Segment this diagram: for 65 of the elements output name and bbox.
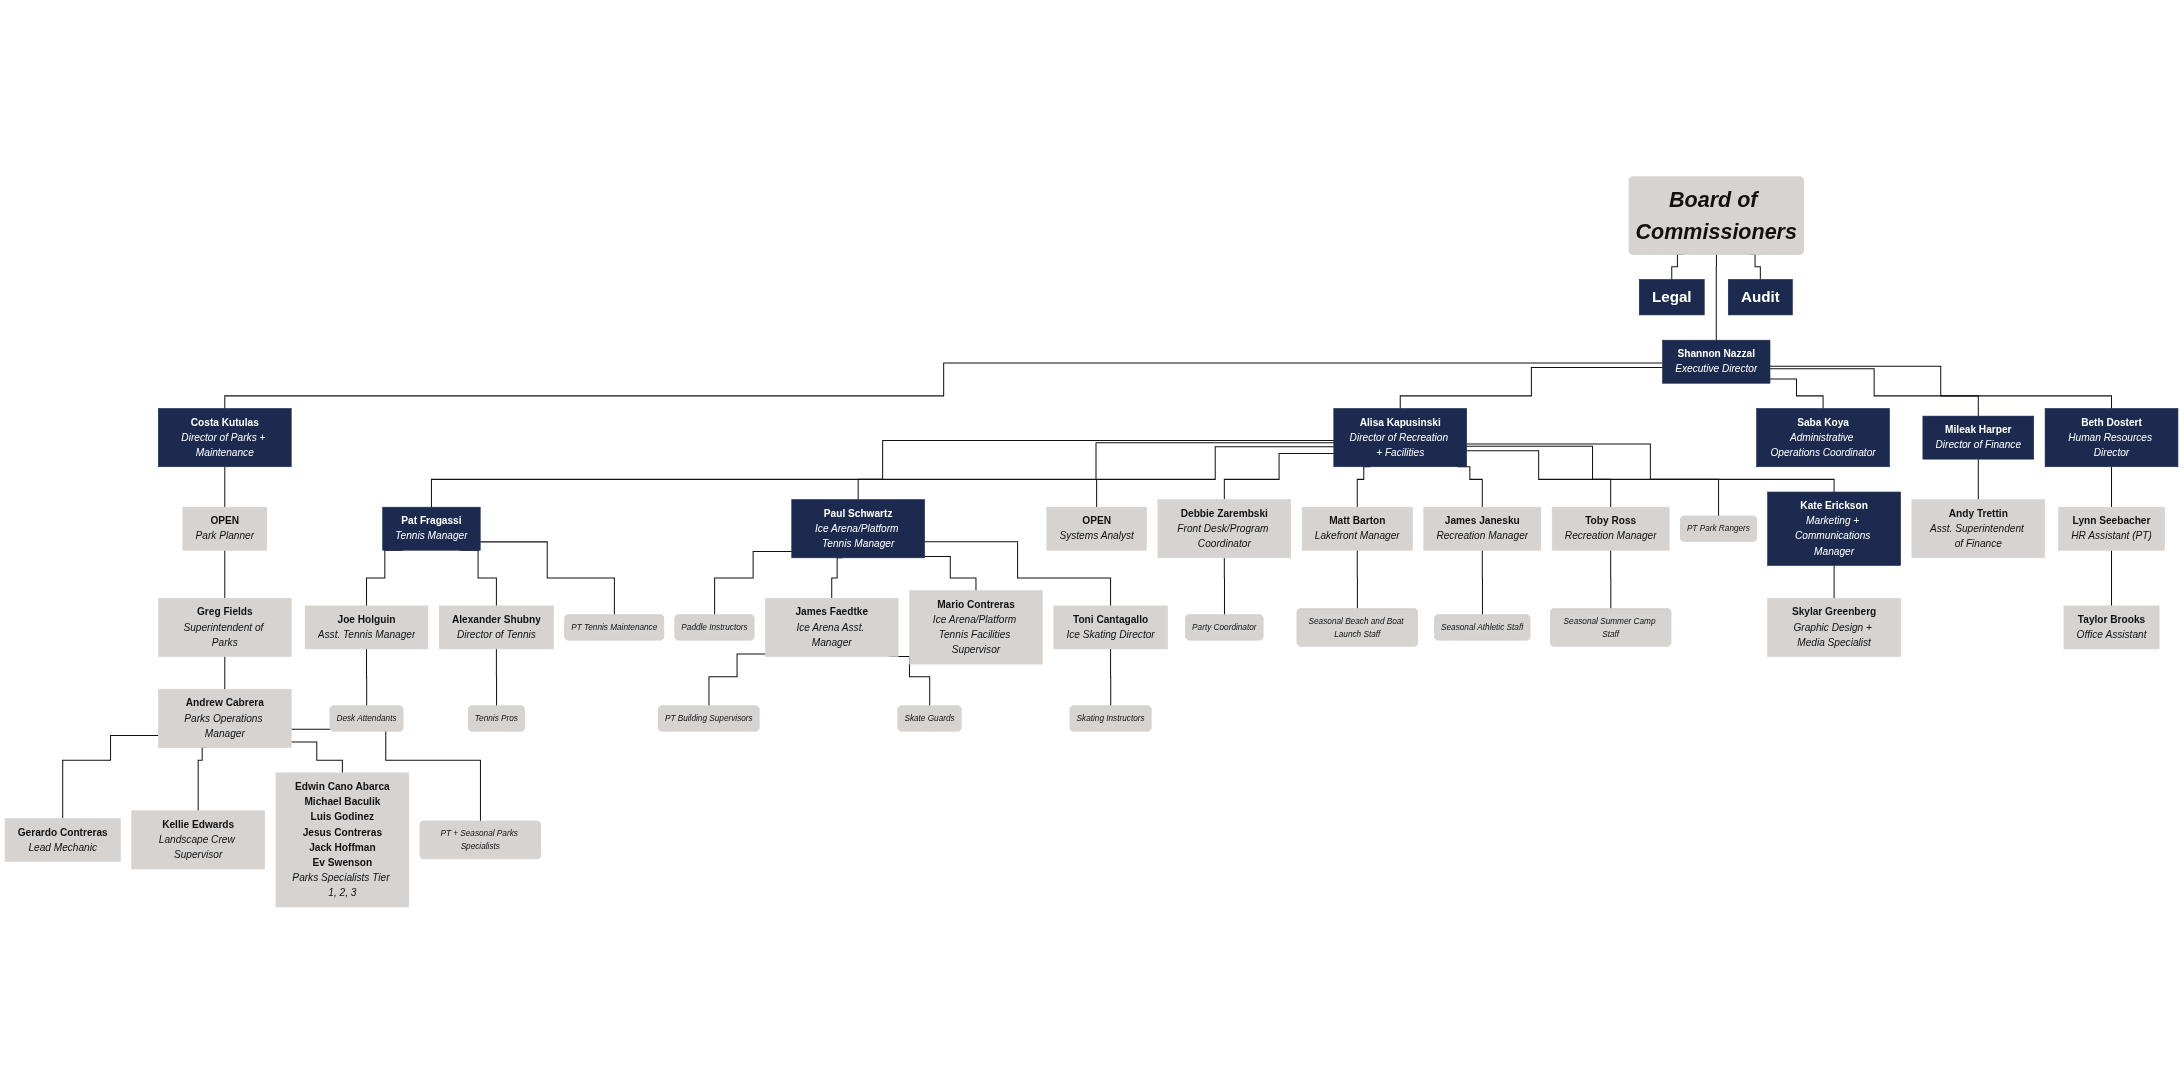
connector <box>224 656 226 690</box>
connector <box>1466 450 1612 508</box>
node-box: Shannon Nazzal Executive Director <box>1662 339 1771 384</box>
node-box: Mileak Harper Director of Finance <box>1922 415 2035 460</box>
connector <box>1399 367 1664 410</box>
connector <box>1223 452 1335 501</box>
connector <box>430 440 1335 508</box>
node-box: Kellie Edwards Landscape Crew Supervisor <box>131 810 265 870</box>
connector <box>1769 368 1979 417</box>
node-box: Audit <box>1727 279 1793 316</box>
node-box: Alexander Shubny Director of Tennis <box>439 605 554 650</box>
node-box: Mario Contreras Ice Arena/Platform Tennis Facilities Supervisor <box>909 590 1043 665</box>
node-box: Taylor Brooks Office Assistant <box>2063 605 2160 650</box>
connector <box>479 541 616 616</box>
connector <box>1466 443 1835 493</box>
connector <box>708 653 766 707</box>
connector <box>1769 378 1824 410</box>
node-box: Greg Fields Superintendent of Parks <box>158 598 292 657</box>
node-box: Matt Barton Lakefront Manager <box>1301 506 1413 551</box>
node-box: James Janesku Recreation Manager <box>1423 506 1542 551</box>
connector <box>1769 365 2113 410</box>
connector <box>924 556 977 592</box>
node-box: James Faedtke Ice Arena Asst. Manager <box>765 598 899 657</box>
connector <box>1096 446 1335 508</box>
node-box: Gerardo Contreras Lead Mechanic <box>4 818 121 862</box>
connector <box>857 442 1335 501</box>
node-box: Saba Koya Administrative Operations Coordinator <box>1756 408 1890 468</box>
node-box: Pat Fragassi Tennis Manager <box>382 506 481 551</box>
node-box: Kate Erickson Marketing + Communications Manager <box>1767 491 1901 566</box>
connector <box>1110 648 1112 707</box>
connector <box>1223 557 1226 616</box>
node-box: Joe Holguin Asst. Tennis Manager <box>304 605 429 650</box>
node-box: Beth Dostert Human Resources Director <box>2044 408 2179 468</box>
node-box: Toni Cantagallo Ice Skating Director <box>1053 605 1168 650</box>
connector <box>1356 549 1359 610</box>
connector <box>1977 458 1979 501</box>
connector <box>2111 549 2113 607</box>
node-box: Andy Trettin Asst. Superintendent of Finance <box>1911 499 2046 559</box>
node-box: Costa Kutulas Director of Parks + Maintenance <box>158 408 292 468</box>
node-box: Debbie Zarembski Front Desk/Program Coordinator <box>1157 499 1292 559</box>
connector <box>714 551 793 616</box>
node-box: Legal <box>1638 279 1705 316</box>
connector <box>1481 549 1484 616</box>
connector <box>1715 254 1718 341</box>
connector <box>290 741 343 774</box>
connector <box>224 549 226 599</box>
connector <box>224 466 226 508</box>
node-box: Andrew Cabrera Parks Operations Manager <box>158 689 292 748</box>
connector <box>1466 445 1720 518</box>
connector <box>62 735 159 819</box>
node-box: Edwin Cano Abarca Michael Baculik Luis Godinez Jesus Contreras Jack Hoffman Ev Swenson Parks Specialists Tier 1, 2, 3 <box>275 772 410 908</box>
node-box: Skylar Greenberg Graphic Design + Media Specialist <box>1767 598 1901 657</box>
connector <box>366 648 368 707</box>
connector <box>224 362 1664 410</box>
node-box: OPEN Park Planner <box>182 506 267 551</box>
node-box: Toby Ross Recreation Manager <box>1551 506 1670 551</box>
node-box: Lynn Seebacher HR Assistant (PT) <box>2058 506 2165 551</box>
node-box: OPEN Systems Analyst <box>1046 506 1147 551</box>
connector <box>1833 564 1835 599</box>
node-box: Alisa Kapusinski Director of Recreation + Facilities <box>1333 408 1467 468</box>
node-box: Paul Schwartz Ice Arena/Platform Tennis Manager <box>791 499 925 559</box>
connector <box>495 648 498 707</box>
connector <box>924 541 1112 607</box>
connector <box>1610 549 1612 610</box>
connector <box>2111 466 2113 508</box>
